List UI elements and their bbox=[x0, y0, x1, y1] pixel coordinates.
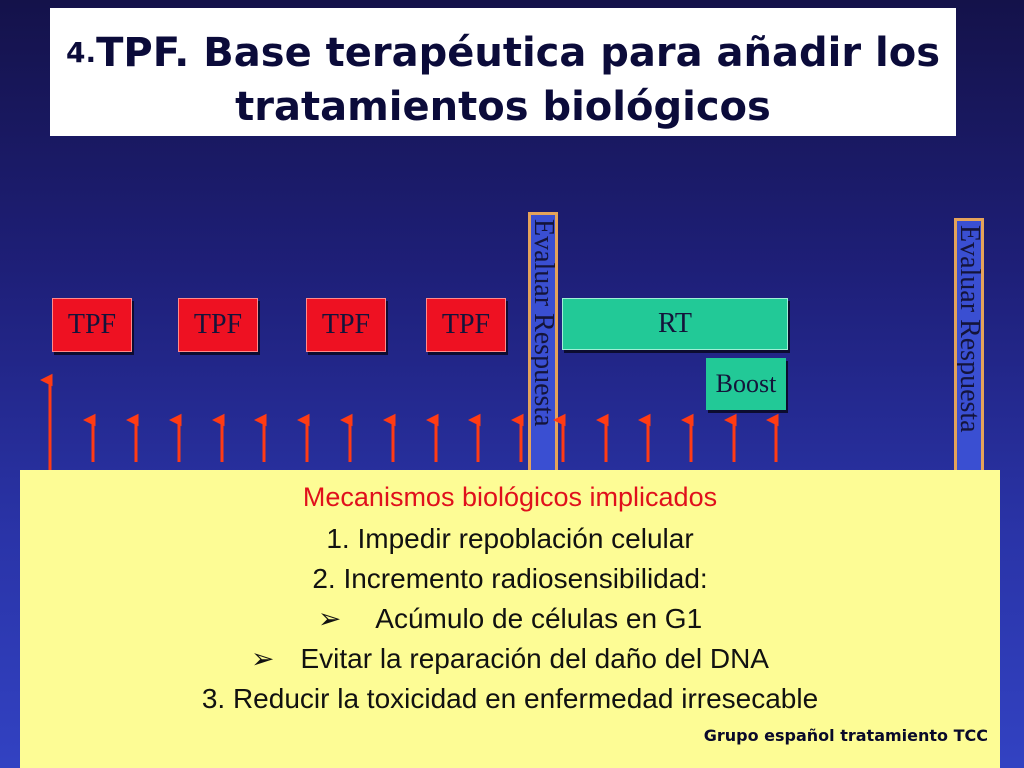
arrow-bullet-icon: ➢ bbox=[317, 603, 342, 634]
boost-block: Boost bbox=[706, 358, 786, 410]
mechanism-item-3: 3. Reducir la toxicidad en enfermedad ir… bbox=[201, 683, 819, 714]
evaluate-response-label-2: Evaluar Respuesta bbox=[954, 225, 984, 433]
mechanisms-heading: Mecanismos biológicos implicados bbox=[302, 482, 718, 512]
tpf-cycle-3: TPF bbox=[306, 298, 386, 352]
mechanism-subitem-1-text: Acúmulo de células en G1 bbox=[375, 603, 703, 634]
mechanism-item-2: 2. Incremento radiosensibilidad: bbox=[312, 563, 708, 594]
title-line-2: tratamientos biológicos bbox=[235, 84, 771, 130]
arrow-bullet-icon: ➢ bbox=[251, 643, 275, 674]
mechanism-subitem-2: ➢ Evitar la reparación del daño del DNA bbox=[20, 642, 1000, 676]
mechanism-item-1: 1. Impedir repoblación celular bbox=[326, 523, 694, 554]
title-number: 4. bbox=[65, 36, 97, 69]
mechanism-subitem-2-text: Evitar la reparación del daño del DNA bbox=[300, 643, 769, 674]
credit-text: Grupo español tratamiento TCC bbox=[703, 726, 988, 745]
tpf-cycle-2: TPF bbox=[178, 298, 258, 352]
title-line-1: 4.TPF. Base terapéutica para añadir los bbox=[50, 30, 956, 76]
mechanisms-box: Mecanismos biológicos implicados 1. Impe… bbox=[20, 470, 1000, 768]
title-box: 4.TPF. Base terapéutica para añadir los … bbox=[50, 8, 956, 136]
title-text-1: TPF. Base terapéutica para añadir los bbox=[96, 30, 941, 76]
mechanism-subitem-1: ➢ Acúmulo de células en G1 bbox=[20, 602, 1000, 636]
tpf-cycle-1: TPF bbox=[52, 298, 132, 352]
evaluate-response-bar-2: Evaluar Respuesta bbox=[954, 218, 984, 488]
rt-block: RT bbox=[562, 298, 788, 350]
evaluate-response-bar-1: Evaluar Respuesta bbox=[528, 212, 558, 482]
evaluate-response-label-1: Evaluar Respuesta bbox=[528, 219, 558, 427]
tpf-cycle-4: TPF bbox=[426, 298, 506, 352]
